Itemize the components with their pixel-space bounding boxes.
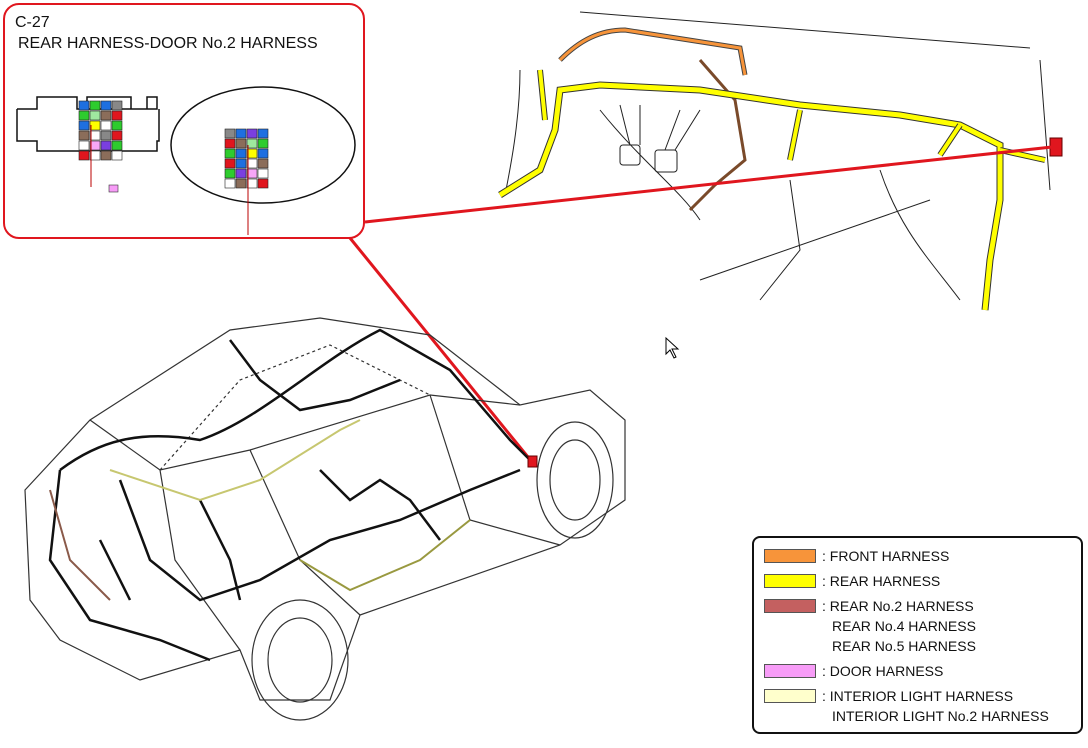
- legend-label: : DOOR HARNESS: [822, 663, 944, 679]
- connector-cavity: [89, 100, 101, 111]
- connector-cavity: [100, 150, 112, 161]
- connector-cavity: [224, 158, 236, 169]
- connector-cavity: [89, 150, 101, 161]
- connector-cavity: [246, 168, 258, 179]
- vehicle-outline: [24, 317, 626, 721]
- connector-callout: C-27 REAR HARNESS-DOOR No.2 HARNESS: [3, 3, 365, 239]
- legend-item: : REAR No.2 HARNESS: [764, 598, 974, 614]
- connector-cavity: [246, 138, 258, 149]
- connector-cavity: [78, 150, 90, 161]
- legend-item: : REAR HARNESS: [764, 573, 940, 589]
- connector-cavity: [246, 158, 258, 169]
- legend-label: REAR No.5 HARNESS: [832, 638, 976, 654]
- legend-label: : REAR HARNESS: [822, 573, 941, 589]
- door-harness: [299, 519, 471, 592]
- interior-light-harness: [109, 419, 361, 502]
- door-harness-connector-cavities: [224, 128, 269, 189]
- legend-swatch: [764, 664, 816, 678]
- connector-cavity: [235, 168, 247, 179]
- connector-cavity: [257, 128, 269, 139]
- connector-cavity: [89, 140, 101, 151]
- connector-cavity: [246, 178, 258, 189]
- connector-cavity: [257, 168, 269, 179]
- legend-item: : DOOR HARNESS: [764, 663, 943, 679]
- connector-cavity: [257, 148, 269, 159]
- connector-cavity: [89, 130, 101, 141]
- connector-cavity: [246, 148, 258, 159]
- connector-cavity: [224, 138, 236, 149]
- connector-cavity: [100, 100, 112, 111]
- connector-cavity: [111, 120, 123, 131]
- connector-cavity: [78, 100, 90, 111]
- dashboard-outline: [504, 11, 1051, 301]
- rear-harness-connector-cavities: [78, 100, 123, 161]
- connector-cavity: [235, 158, 247, 169]
- connector-cavity: [111, 140, 123, 151]
- legend-swatch: [764, 689, 816, 703]
- connector-cavity: [257, 158, 269, 169]
- legend-swatch: [764, 599, 816, 613]
- harness-legend: : FRONT HARNESS : REAR HARNESS : REAR No.2…: [752, 536, 1083, 734]
- connector-cavity: [111, 110, 123, 121]
- connector-cavity: [224, 178, 236, 189]
- connector-cavity: [224, 148, 236, 159]
- legend-label: REAR No.4 HARNESS: [832, 618, 976, 634]
- connector-cavity: [111, 100, 123, 111]
- connector-cavity: [78, 120, 90, 131]
- connector-cavity: [257, 178, 269, 189]
- connector-cavity: [235, 148, 247, 159]
- connector-cavity: [100, 140, 112, 151]
- legend-label: : FRONT HARNESS: [822, 548, 950, 564]
- connector-cavity: [111, 150, 123, 161]
- legend-label: : INTERIOR LIGHT HARNESS: [822, 688, 1014, 704]
- connector-cavity: [100, 120, 112, 131]
- connector-cavity: [100, 130, 112, 141]
- connector-cavity: [89, 110, 101, 121]
- connector-cavity: [235, 138, 247, 149]
- connector-title: REAR HARNESS-DOOR No.2 HARNESS: [18, 35, 318, 52]
- connector-cavity: [224, 168, 236, 179]
- connector-cavity: [78, 130, 90, 141]
- connector-cavity: [235, 128, 247, 139]
- legend-swatch: [764, 574, 816, 588]
- leader-lines: [348, 145, 1053, 463]
- legend-item: : INTERIOR LIGHT HARNESS: [764, 688, 1013, 704]
- connector-cavity: [89, 120, 101, 131]
- connector-cavity: [224, 128, 236, 139]
- connector-cavity: [246, 128, 258, 139]
- connector-cavity: [235, 178, 247, 189]
- vehicle-harness-wires: [48, 328, 531, 662]
- rear-harness-dash: [498, 69, 1046, 311]
- connector-cavity: [100, 110, 112, 121]
- connector-cavity: [78, 140, 90, 151]
- legend-label: INTERIOR LIGHT No.2 HARNESS: [832, 708, 1049, 724]
- rear-no2-harness: [49, 489, 111, 601]
- rear-no2-harness-dash: [688, 59, 747, 212]
- legend-item: : FRONT HARNESS: [764, 548, 949, 564]
- connector-cavity: [78, 110, 90, 121]
- mouse-pointer-icon: [665, 336, 680, 359]
- connector-cavity: [111, 130, 123, 141]
- connector-c27-vehicle: [527, 455, 538, 468]
- legend-swatch: [764, 549, 816, 563]
- door-harness-connector-housing: [170, 86, 356, 204]
- connector-code: C-27: [15, 14, 50, 31]
- connector-face-views: [16, 86, 356, 235]
- connector-cavity: [257, 138, 269, 149]
- front-harness: [558, 27, 748, 76]
- legend-label: : REAR No.2 HARNESS: [822, 598, 974, 614]
